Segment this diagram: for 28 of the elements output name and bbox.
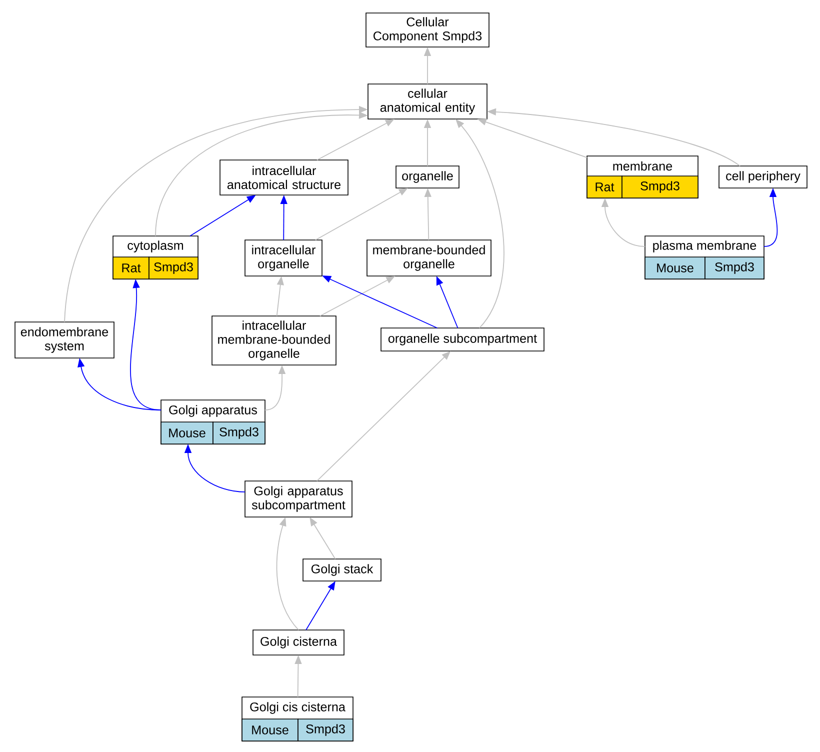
gene-cell: Smpd3 xyxy=(212,422,266,444)
term-box: Golgi apparatus subcompartment xyxy=(244,480,352,518)
term-box: intracellular membrane-bounded organelle xyxy=(212,316,336,366)
term-box: cell periphery xyxy=(718,166,808,188)
term-box: intracellular anatomical structure xyxy=(220,160,348,196)
term-box: Cellular Component Smpd3 xyxy=(366,12,490,48)
term-label: Golgi apparatus xyxy=(169,405,257,417)
term-box: organelle subcompartment xyxy=(380,328,544,352)
term-box: endomembrane system xyxy=(14,322,114,358)
term-label: plasma membrane xyxy=(653,240,756,252)
species-cell: Mouse xyxy=(242,718,298,742)
species-cell: Rat xyxy=(112,256,150,280)
term-label: cytoplasm xyxy=(128,240,184,252)
term-box: cellular anatomical entity xyxy=(368,84,488,120)
term-box: intracellular organelle xyxy=(244,240,322,276)
term-label: membrane xyxy=(613,161,672,171)
species-cell: Mouse xyxy=(160,422,214,444)
species-cell: Mouse xyxy=(644,256,706,280)
species-cell: Rat xyxy=(586,176,622,198)
gene-cell: Smpd3 xyxy=(148,256,198,280)
term-label: Golgi cis cisterna xyxy=(250,702,346,714)
arrow xyxy=(456,119,504,328)
term-box: organelle xyxy=(396,166,460,188)
term-box: Golgi stack xyxy=(302,558,382,582)
gene-cell: Smpd3 xyxy=(704,256,764,280)
term-box: membrane-bounded organelle xyxy=(366,240,492,276)
term-box: Golgi cisterna xyxy=(252,630,344,656)
gene-cell: Smpd3 xyxy=(298,718,354,742)
